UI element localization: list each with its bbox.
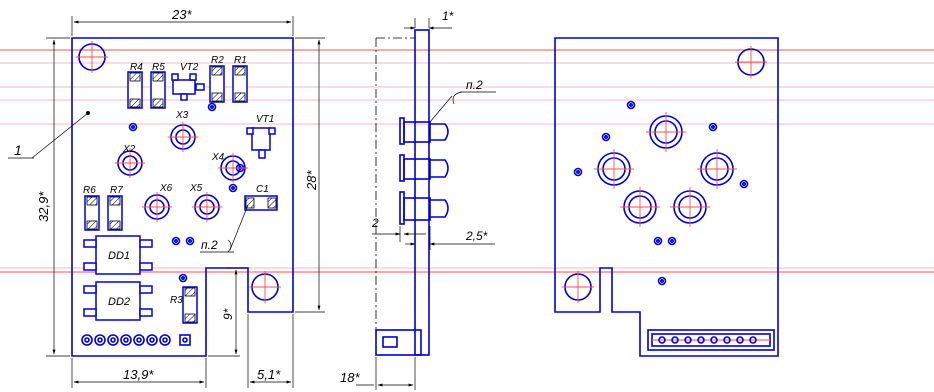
- back-connector-strip: [647, 329, 775, 351]
- label-r4: R4: [130, 62, 143, 73]
- chip-dd1: [83, 235, 153, 275]
- label-x4: X4: [211, 152, 225, 163]
- resistor-r2: [209, 65, 225, 103]
- chip-dd2: [83, 281, 153, 321]
- resistor-r7: [107, 195, 123, 231]
- label-x6: X6: [159, 183, 173, 194]
- dim-bottom-right: 5,1*: [257, 367, 281, 382]
- dim-side-offset: 2,5*: [465, 229, 488, 243]
- back-pad: [697, 149, 737, 189]
- label-r2: R2: [211, 55, 224, 66]
- side-connector: [399, 117, 449, 145]
- back-pad: [646, 112, 686, 152]
- note-p2-front: п.2: [200, 204, 249, 253]
- resistor-r4: [127, 71, 143, 109]
- callout-1: 1: [14, 142, 22, 158]
- label-x2: X2: [122, 144, 136, 155]
- side-connector: [399, 154, 449, 182]
- dim-cutout: 9*: [221, 308, 235, 320]
- back-pad: [620, 187, 660, 227]
- front-view: R4 R5 VT2 R2 R1 X3 VT1 X2 X4 R6 R7 X6 X5…: [8, 7, 325, 388]
- connector-x3: [168, 122, 198, 152]
- dim-height-right: 28*: [304, 170, 319, 191]
- dim-side-gap: 2: [371, 216, 379, 230]
- note-p2: п.2: [201, 238, 218, 252]
- back-pad: [594, 149, 634, 189]
- mounting-hole: [562, 271, 594, 303]
- connector-x2: [115, 148, 145, 178]
- resistor-r1: [232, 65, 248, 103]
- label-x5: X5: [189, 183, 203, 194]
- back-view: [554, 37, 779, 357]
- label-c1: C1: [256, 184, 269, 195]
- label-vt2: VT2: [180, 62, 199, 73]
- board-outline: [71, 37, 294, 357]
- back-board-outline: [554, 37, 779, 357]
- label-x3: X3: [175, 110, 189, 121]
- note-p2-side: п.2: [466, 78, 483, 92]
- label-r7: R7: [110, 185, 123, 196]
- transistor-vt2: [171, 73, 205, 101]
- label-dd2: DD2: [108, 296, 130, 308]
- mounting-hole: [76, 41, 108, 73]
- label-dd1: DD1: [108, 250, 130, 262]
- resistor-r3: [182, 286, 198, 324]
- label-r1: R1: [234, 55, 247, 66]
- resistor-r5: [150, 71, 166, 109]
- dim-width-top: 23*: [171, 7, 192, 22]
- dim-side-bottom: 18*: [340, 370, 360, 385]
- mounting-hole: [249, 271, 281, 303]
- transistor-vt1: [246, 127, 276, 159]
- leader-1: 1: [8, 111, 90, 159]
- connector-x5: [192, 192, 222, 222]
- label-r6: R6: [83, 185, 96, 196]
- label-r5: R5: [152, 62, 165, 73]
- pin-row: [81, 334, 191, 346]
- side-connector: [399, 191, 449, 225]
- capacitor-c1: [244, 195, 278, 211]
- connector-x6: [142, 192, 172, 222]
- dim-bottom-left: 13,9*: [123, 367, 154, 382]
- back-pad: [670, 187, 710, 227]
- resistor-r6: [84, 195, 100, 231]
- side-view: 1* п.2 2 2,5* 18*: [340, 9, 496, 390]
- connector-x4: [218, 153, 248, 183]
- label-r3: R3: [170, 295, 183, 306]
- mounting-hole: [735, 46, 767, 78]
- dim-height-left: 32,9*: [36, 191, 51, 222]
- label-vt1: VT1: [256, 114, 274, 125]
- dim-side-top: 1*: [442, 9, 454, 23]
